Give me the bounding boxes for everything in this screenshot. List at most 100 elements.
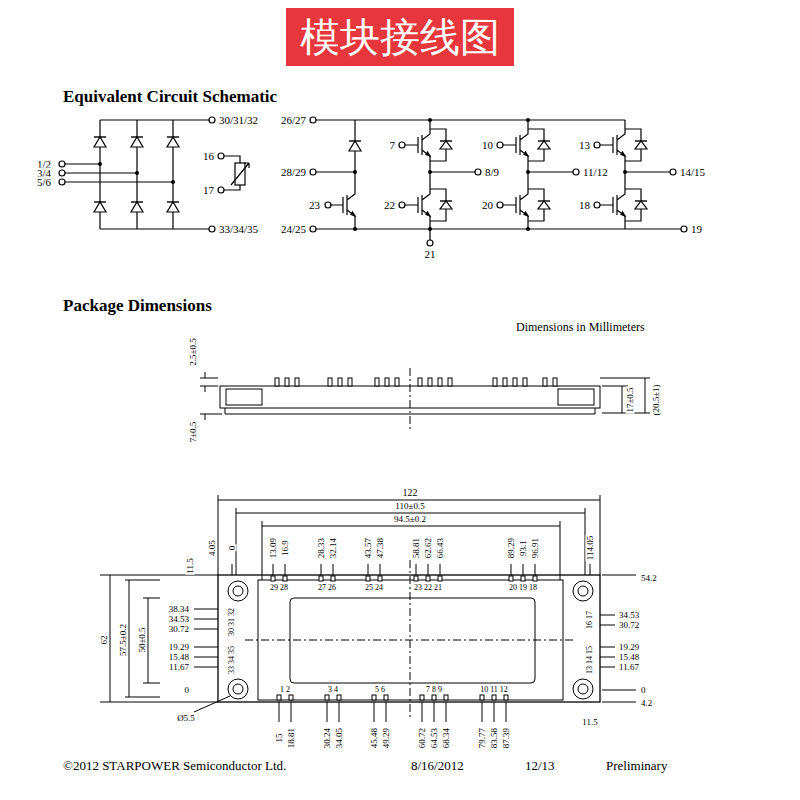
dimension-label: 96.91 <box>531 537 540 559</box>
dimension-label: 17±0.5 <box>626 386 635 413</box>
dimension-label: 57.5±0.2 <box>119 623 128 657</box>
pin-label: 20 <box>481 200 494 211</box>
dimension-label: 28.33 <box>317 537 326 559</box>
dimension-label: 0 <box>228 545 237 552</box>
dimension-label: 15.48 <box>618 653 640 662</box>
dimension-label: 93.1 <box>519 539 528 557</box>
footer-text: ©2012 STARPOWER Semiconductor Ltd. <box>62 759 287 772</box>
section-heading: Equivalent Circuit Schematic <box>62 88 278 105</box>
pin-number: 10 11 12 <box>479 686 509 694</box>
dimension-label: 7±0.5 <box>189 421 198 444</box>
pin-label: 7 <box>389 140 397 151</box>
dimension-label: 15.48 <box>168 653 190 662</box>
dimension-label: 79.77 <box>478 727 487 749</box>
dimension-label: 11.67 <box>618 663 640 672</box>
dimension-label: 0 <box>184 686 191 695</box>
dimension-label: 30.72 <box>168 625 190 634</box>
footer-text: 12/13 <box>524 759 556 772</box>
dimension-label: Ø5.5 <box>176 714 196 723</box>
dimension-label: 54.2 <box>640 574 658 583</box>
dimension-label: 19.29 <box>618 643 640 652</box>
pin-label: 33/34/35 <box>218 224 259 235</box>
pin-label: 28/29 <box>280 167 307 178</box>
dimension-label: 47.38 <box>376 537 385 559</box>
side-view <box>200 368 650 432</box>
pin-label: 21 <box>424 249 437 260</box>
pin-label: 22 <box>383 200 396 211</box>
pin-label: 23 <box>308 200 321 211</box>
pin-number: 27 26 <box>317 584 337 592</box>
dimension-label: 45.48 <box>370 727 379 749</box>
pin-number: 25 24 <box>364 584 384 592</box>
dimension-label: 30.72 <box>618 621 640 630</box>
dimension-label: 110±0.5 <box>394 502 425 511</box>
pin-number: 7 8 9 <box>425 686 443 694</box>
dimension-label: 34.53 <box>168 615 190 624</box>
dimension-label: 122 <box>402 488 419 498</box>
pin-label: 30/31/32 <box>218 115 259 126</box>
dimension-label: 4.2 <box>640 699 653 708</box>
pin-label: 19 <box>690 224 703 235</box>
dimension-label: 62.62 <box>424 537 433 559</box>
igbt-symbols <box>330 118 647 231</box>
pin-label: 24/25 <box>280 224 307 235</box>
dimension-label: 15 <box>275 733 284 744</box>
dimension-label: 43.57 <box>364 537 373 559</box>
top-view <box>100 495 636 722</box>
dimension-label: 34.53 <box>618 611 640 620</box>
pin-number: 30 31 32 <box>228 607 236 637</box>
dimension-label: 64.53 <box>430 727 439 749</box>
dimension-label: 68.34 <box>442 727 451 749</box>
dimension-label: 30.24 <box>323 727 332 749</box>
pin-number: 3 4 <box>327 686 339 694</box>
title-banner: 模块接线图 <box>286 8 514 66</box>
dimension-label: 38.34 <box>168 605 190 614</box>
dimension-label: 11.5 <box>186 557 195 574</box>
pin-number: 20 19 18 <box>508 584 538 592</box>
pin-number: 13 14 15 <box>586 645 594 675</box>
pin-number: 1 2 <box>279 686 291 694</box>
dimension-label: 11.67 <box>168 663 190 672</box>
pin-number: 33 34 35 <box>228 645 236 675</box>
dimension-label: 49.29 <box>382 727 391 749</box>
dimension-label: 11.5 <box>581 718 598 727</box>
footer-text: 8/16/2012 <box>410 759 465 772</box>
pin-number: 16 17 <box>586 610 594 630</box>
pin-number: 5 6 <box>374 686 386 694</box>
dimension-label: (20.5±1) <box>652 383 661 416</box>
dimension-label: 60.72 <box>418 727 427 749</box>
rectifier-bridge <box>59 117 215 232</box>
pin-label: 16 <box>202 151 215 162</box>
footer-text: Preliminary <box>605 759 668 772</box>
inverter-wiring <box>310 117 687 246</box>
dimension-label: 62 <box>100 635 109 646</box>
dimension-label: 34.05 <box>335 727 344 749</box>
dimension-label: 2.5±0.5 <box>189 337 198 366</box>
rectifier-diodes <box>94 137 179 212</box>
pin-label: 17 <box>202 185 215 196</box>
pin-label: 10 <box>481 140 494 151</box>
dimension-label: 16.9 <box>281 539 290 557</box>
thermistor-symbol <box>218 153 249 193</box>
dimension-label: 13.09 <box>269 537 278 559</box>
dimension-label: 4.05 <box>208 539 217 557</box>
dimension-label: 66.43 <box>436 537 445 559</box>
pin-label: 13 <box>578 140 591 151</box>
dimension-label: 18.81 <box>287 727 296 749</box>
dimension-label: 94.5±0.2 <box>393 515 427 524</box>
pin-label: 8/9 <box>484 167 500 178</box>
pin-label: 11/12 <box>582 167 609 178</box>
dimension-label: 0 <box>640 686 647 695</box>
dimension-label: 32.14 <box>329 537 338 559</box>
pin-number: 29 28 <box>269 584 289 592</box>
dimension-label: 89.29 <box>507 537 516 559</box>
section-heading: Package Dimensions <box>62 297 213 314</box>
dimension-label: 87.39 <box>502 727 511 749</box>
pin-label: 18 <box>578 200 591 211</box>
dimension-label: 58.81 <box>412 537 421 559</box>
dimension-label: 114.05 <box>586 535 595 561</box>
dimension-label: 19.29 <box>168 643 190 652</box>
pin-label: 14/15 <box>679 167 706 178</box>
